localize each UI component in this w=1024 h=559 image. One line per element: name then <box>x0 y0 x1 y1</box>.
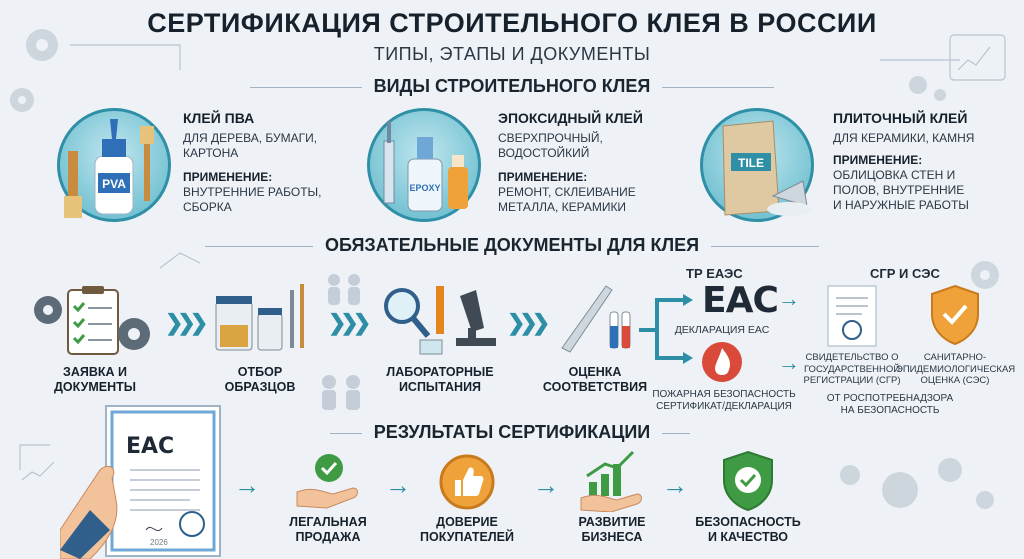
type-desc: ДЛЯ ДЕРЕВА, БУМАГИ,КАРТОНА <box>183 131 318 160</box>
eac-mark-icon: ЕАС <box>702 280 779 321</box>
pva-badge: PVA <box>102 177 126 191</box>
shield-check-icon <box>931 284 979 346</box>
documents-heading: ОБЯЗАТЕЛЬНЫЕ ДОКУМЕНТЫ ДЛЯ КЛЕЯ <box>0 235 1024 256</box>
type-desc: СВЕРХПРОЧНЫЙ,ВОДОСТОЙКИЙ <box>498 131 603 160</box>
arrow-right-icon: → <box>385 470 411 500</box>
pva-illustration: PVA <box>57 108 171 222</box>
security-shield-icon <box>723 450 773 512</box>
arrow-right-icon: → <box>662 470 688 500</box>
tile-illustration: TILE <box>700 108 814 222</box>
types-heading: ВИДЫ СТРОИТЕЛЬНОГО КЛЕЯ <box>0 76 1024 97</box>
arrow-right-icon: → <box>234 470 260 500</box>
arrow-right-icon: → <box>533 470 559 500</box>
epoxy-syringe-icon: EPOXY <box>383 121 468 212</box>
type-name-pva: КЛЕЙ ПВА <box>183 110 255 126</box>
thumbs-up-icon <box>439 454 495 510</box>
fire-safety-icon <box>702 342 742 382</box>
chevron-right-icon: ❯❯❯ <box>507 310 550 335</box>
type-name-tile: ПЛИТОЧНЫЙ КЛЕЙ <box>833 110 968 126</box>
epoxy-illustration: EPOXY <box>367 108 481 222</box>
certificate-document-icon <box>827 285 877 347</box>
scalpel-tubes-icon <box>561 285 631 353</box>
legal-sale-icon <box>296 454 358 509</box>
tr-eaeu-title: ТР ЕАЭС <box>686 266 743 281</box>
page-subtitle: ТИПЫ, ЭТАПЫ И ДОКУМЕНТЫ <box>373 44 651 64</box>
results-heading: РЕЗУЛЬТАТЫ СЕРТИФИКАЦИИ <box>0 422 1024 443</box>
page-title: СЕРТИФИКАЦИЯ СТРОИТЕЛЬНОГО КЛЕЯ В РОССИИ <box>147 8 877 38</box>
clipboard-gears-icon <box>34 286 150 355</box>
branch-arrows <box>639 294 693 364</box>
tile-badge: TILE <box>738 156 764 170</box>
children-icon <box>322 375 360 410</box>
type-desc: ДЛЯ КЕРАМИКИ, КАМНЯ <box>833 131 975 145</box>
pva-bottle-icon: PVA <box>64 119 154 218</box>
tile-bag-icon: TILE <box>722 120 811 216</box>
certificate-hand-icon <box>60 405 221 559</box>
arrow-right-icon: → <box>778 286 800 311</box>
sgr-ses-title: СГР И СЭС <box>870 266 940 281</box>
chevron-right-icon: ❯❯❯ <box>165 310 208 335</box>
certificate-eac-mark: ЕАС <box>126 434 175 459</box>
sample-jars-icon <box>215 284 304 351</box>
microscope-icon <box>384 286 496 355</box>
chevron-right-icon: ❯❯❯ <box>328 310 371 335</box>
certificate-year: 2026 <box>150 538 168 547</box>
epoxy-badge: EPOXY <box>409 183 440 193</box>
type-use: ПРИМЕНЕНИЕ: ВНУТРЕННИЕ РАБОТЫ,СБОРКА <box>183 170 322 214</box>
eac-declaration-label: ДЕКЛАРАЦИЯ ЕАС <box>674 324 770 336</box>
business-growth-icon <box>580 450 642 512</box>
arrow-right-icon: → <box>778 350 800 375</box>
type-name-epoxy: ЭПОКСИДНЫЙ КЛЕЙ <box>498 110 643 126</box>
people-icon <box>328 274 360 305</box>
